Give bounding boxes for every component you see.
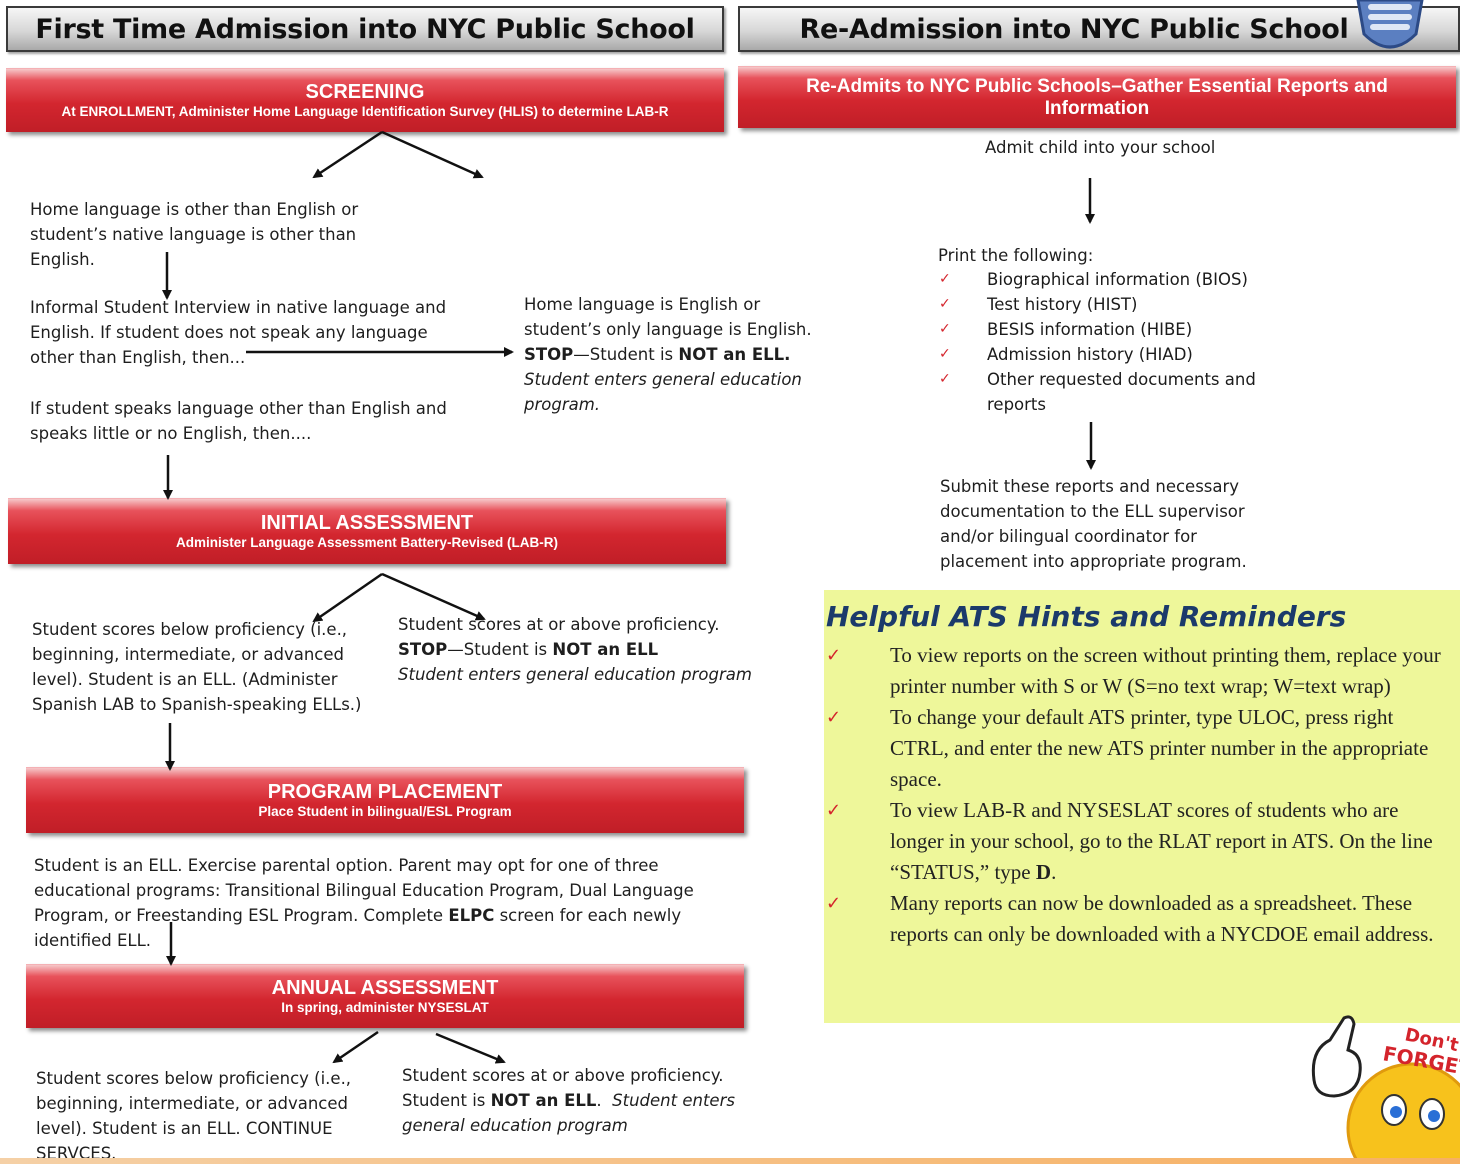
arrow-screening-left [312,130,383,179]
above1-general-ed: Student enters general education program [398,665,752,684]
above1-not-ell: NOT an ELL [552,640,659,659]
screening-banner: SCREENING At ENROLLMENT, Administer Home… [6,68,724,132]
print-item: ✓Biographical information (BIOS) [939,267,1269,292]
hint-item: ✓To change your default ATS printer, typ… [824,702,1460,795]
home-language-other-text: Home language is other than English or s… [30,200,359,269]
above1-stop-text: —Student is [447,640,553,659]
below-proficiency-2-text: Student scores below proficiency (i.e., … [36,1069,352,1163]
stop-label: STOP [524,345,574,364]
check-icon: ✓ [939,371,951,387]
arrow-initial-right [381,572,486,621]
check-icon: ✓ [826,707,842,728]
admit-text: Admit child into your school [985,138,1216,157]
initial-subtitle: Administer Language Assessment Battery-R… [175,535,559,550]
dont-forget-sticker-icon: Don't FORGET [1311,1015,1460,1164]
lightbulb-icon [1356,0,1424,49]
print-item: ✓Admission history (HIAD) [939,342,1269,367]
above-proficiency-2-text: Student scores at or above proficiency. … [402,1066,735,1135]
ell-option-text1: Student is an ELL. Exercise parental opt… [34,856,694,925]
speaks-other-text: If student speaks language other than En… [30,399,447,443]
above2-text: Student is [402,1091,491,1110]
hints-list: ✓To view reports on the screen without p… [824,640,1460,950]
print-list: ✓Biographical information (BIOS) ✓Test h… [939,267,1269,417]
below-proficiency-1-text: Student scores below proficiency (i.e., … [32,620,362,714]
readmit-banner: Re-Admits to NYC Public Schools–Gather E… [738,66,1456,128]
hint-item: ✓To view reports on the screen without p… [824,640,1460,702]
print-item: ✓Test history (HIST) [939,292,1269,317]
placement-title: PROGRAM PLACEMENT [267,781,503,803]
print-item: ✓BESIS information (HIBE) [939,317,1269,342]
submit-text: Submit these reports and necessary docum… [940,477,1247,571]
hint-item: ✓Many reports can now be downloaded as a… [824,888,1460,950]
annual-assessment-banner: ANNUAL ASSESSMENT In spring, administer … [26,964,744,1028]
check-icon: ✓ [939,346,951,362]
initial-title: INITIAL ASSESSMENT [260,512,474,534]
arrow-annual-left [332,1030,379,1064]
ell-parental-option-text: Student is an ELL. Exercise parental opt… [34,853,750,953]
above2-line: Student scores at or above proficiency. [402,1066,724,1085]
bottom-strip [0,1158,1460,1164]
ell-option-text2: screen for each newly identified ELL. [34,906,682,950]
above1-stop: STOP [398,640,448,659]
annual-subtitle: In spring, administer NYSESLAT [281,1000,489,1015]
check-icon: ✓ [939,296,951,312]
general-ed-text: Student enters general education program… [524,370,802,414]
right-title: Re-Admission into NYC Public School [738,6,1460,52]
right-title-text: Re-Admission into NYC Public School [799,13,1349,45]
check-icon: ✓ [939,271,951,287]
print-item: ✓Other requested documents and reports [939,367,1269,417]
home-language-english-text: Home language is English or student’s on… [524,292,834,417]
check-icon: ✓ [826,645,842,666]
elpc-label: ELPC [448,906,495,925]
arrow-initial-left [312,572,383,623]
arrow-screening-right [381,130,484,179]
hint-item: ✓To view LAB-R and NYSESLAT scores of st… [824,795,1460,888]
program-placement-banner: PROGRAM PLACEMENT Place Student in bilin… [26,767,744,833]
interview-text: Informal Student Interview in native lan… [30,298,447,367]
left-title-text: First Time Admission into NYC Public Sch… [35,13,695,45]
stop-text: —Student is [573,345,679,364]
above-proficiency-1-text: Student scores at or above proficiency. … [398,612,758,687]
hints-title: Helpful ATS Hints and Reminders [826,600,1347,633]
screening-title: SCREENING [305,81,425,103]
above2-not-ell: NOT an ELL [490,1091,597,1110]
left-title: First Time Admission into NYC Public Sch… [6,6,724,52]
readmit-banner-title: Re-Admits to NYC Public Schools–Gather E… [806,75,1388,119]
above2-general-ed: Student enters general education program [402,1091,735,1135]
annual-title: ANNUAL ASSESSMENT [271,977,499,999]
not-ell-label: NOT an ELL. [678,345,791,364]
hints-panel: Helpful ATS Hints and Reminders ✓To view… [824,590,1460,1023]
arrow-annual-right [435,1032,506,1064]
print-label: Print the following: [938,246,1094,265]
check-icon: ✓ [939,321,951,337]
placement-subtitle: Place Student in bilingual/ESL Program [258,804,512,819]
initial-assessment-banner: INITIAL ASSESSMENT Administer Language A… [8,498,726,564]
above1-line: Student scores at or above proficiency. [398,615,720,634]
home-english-line: Home language is English or student’s on… [524,295,812,339]
check-icon: ✓ [826,893,842,914]
screening-subtitle: At ENROLLMENT, Administer Home Language … [61,104,669,119]
check-icon: ✓ [826,800,842,821]
